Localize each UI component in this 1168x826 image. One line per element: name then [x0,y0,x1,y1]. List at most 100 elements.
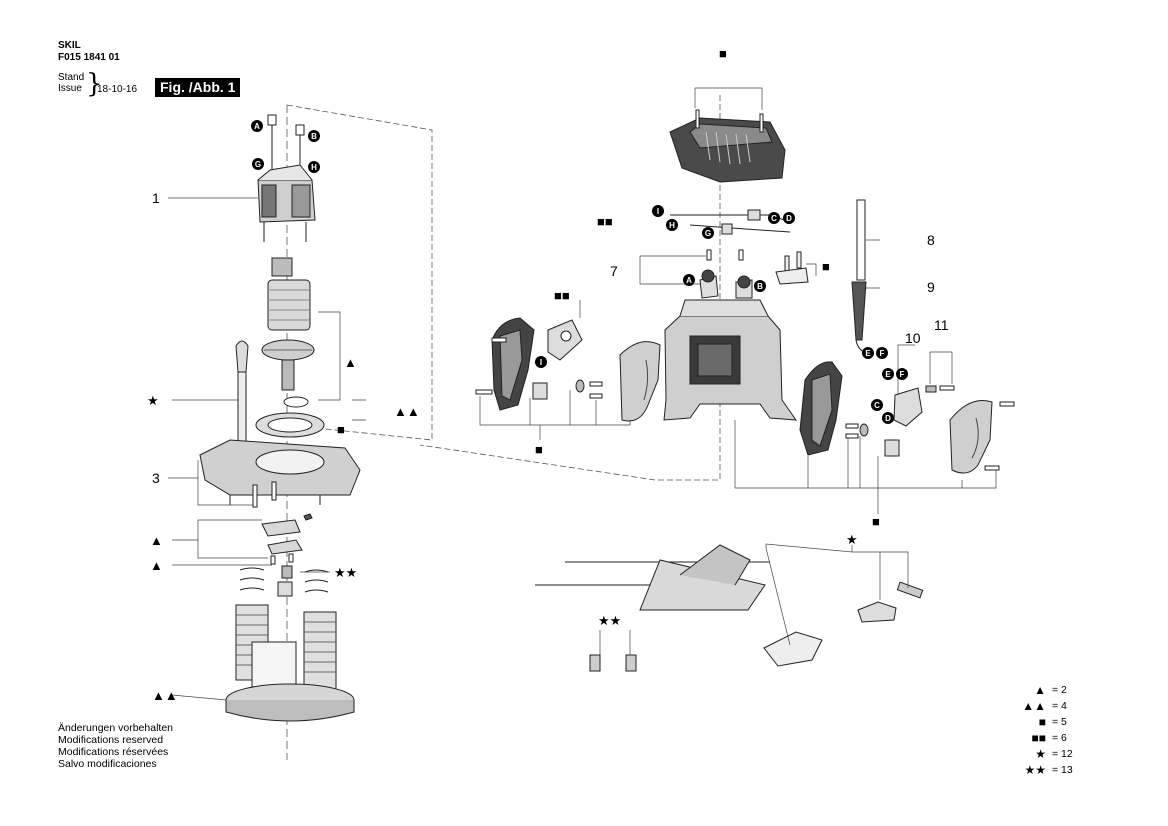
screw [999,401,1015,407]
mark-star: ★ [846,532,858,547]
right-handle-half [799,361,843,456]
screw [271,481,277,501]
callout-7: 7 [610,263,618,279]
badge-letter: A [254,122,260,131]
issue-label: Issue [58,83,82,94]
screw [706,249,712,261]
carbon-brush-b [295,124,305,136]
mark-double-star: ★★ [334,565,357,580]
badge-d: D [783,212,795,224]
badge-a: A [683,274,695,286]
right-handle-grip [949,400,993,474]
dash-guide-right [419,95,721,481]
part-number: F015 1841 01 [58,52,120,63]
mark-star: ★ [147,393,159,408]
badge-i: I [652,205,664,217]
washer [575,379,585,393]
legend-text: = 2 [1052,684,1067,696]
badge-letter: F [880,349,885,358]
screw [845,433,859,439]
legend-text: = 4 [1052,700,1067,712]
switch-trigger [547,319,583,361]
screw [695,109,700,129]
badge-b: B [754,280,766,292]
bearing [283,396,309,408]
badge-letter: G [705,229,711,238]
screw [252,484,258,508]
screw [270,555,276,565]
badge-a: A [251,120,263,132]
edge-guide [535,544,770,611]
screw [589,393,603,399]
leader-lines [168,87,997,701]
badge-letter: F [900,370,905,379]
badge-f: F [896,368,908,380]
badge-letter: D [885,414,891,423]
mark-square: ■ [822,259,830,274]
brace-icon: } [86,69,103,99]
knob-insert [277,581,293,597]
stator-field [257,164,316,242]
badge-g: G [702,227,714,239]
mark-square: ■ [337,422,345,437]
screw [491,337,507,343]
nut [281,565,293,579]
legend-row: ★ = 12 [1018,746,1088,762]
legend-row: ■= 5 [1018,714,1088,730]
note-en: Modifications reserved [58,734,164,746]
note-de: Änderungen vorbehalten [58,722,174,734]
modification-notes: Änderungen vorbehalten Modifications res… [58,722,173,770]
router-base-plate [225,641,355,722]
motor-base-housing [199,439,361,505]
collet-nut [625,654,637,672]
centering-plate [763,631,823,667]
callout-9: 9 [927,279,935,295]
mark-triangle: ▲ [150,558,163,573]
brand: SKIL [58,40,81,51]
legend-row: ★★= 13 [1018,762,1088,778]
mark-double-triangle: ▲▲ [394,404,420,419]
badge-letter: H [311,163,317,172]
legend-text: = 13 [1052,764,1073,776]
screw [939,385,955,391]
mark-square: ■ [535,442,543,457]
badge-letter: A [686,276,692,285]
switch-block [884,439,900,457]
legend-symbol: ▲ [1034,683,1046,697]
screw [288,553,294,563]
figure-label: Fig. /Abb. 1 [155,78,241,97]
collet-nut [589,654,601,672]
badge-g: G [252,158,264,170]
screw [475,389,493,395]
legend-text: = 12 [1052,748,1073,760]
cable-clamp [775,251,809,285]
screw [589,381,603,387]
badge-letter: B [311,132,317,141]
badge-d: D [882,412,894,424]
badge-i: I [535,356,547,368]
legend-symbol: ★ [1035,747,1046,761]
badge-letter: B [757,282,763,291]
spring-right [303,569,337,691]
badge-letter: H [669,221,675,230]
mark-square: ■ [719,46,727,61]
badge-f: F [876,347,888,359]
left-handle-grip [619,341,661,422]
badge-c: C [871,399,883,411]
legend-row: ■■= 6 [1018,730,1088,746]
badge-letter: D [786,214,792,223]
legend-row: ▲ = 2 [1018,682,1088,698]
screw [738,249,744,261]
legend-symbol: ■ [1038,715,1046,729]
badge-h: H [666,219,678,231]
dash-guide-left [286,104,433,441]
lock-plate [261,519,303,555]
note-es: Salvo modificaciones [58,758,157,770]
legend-symbol: ▲▲ [1022,699,1046,713]
motor-housing [663,299,798,421]
stand-label: Stand [58,72,85,83]
badge-letter: E [885,370,891,379]
bearing-plate [255,412,325,438]
issue-date: 18-10-16 [97,84,138,95]
